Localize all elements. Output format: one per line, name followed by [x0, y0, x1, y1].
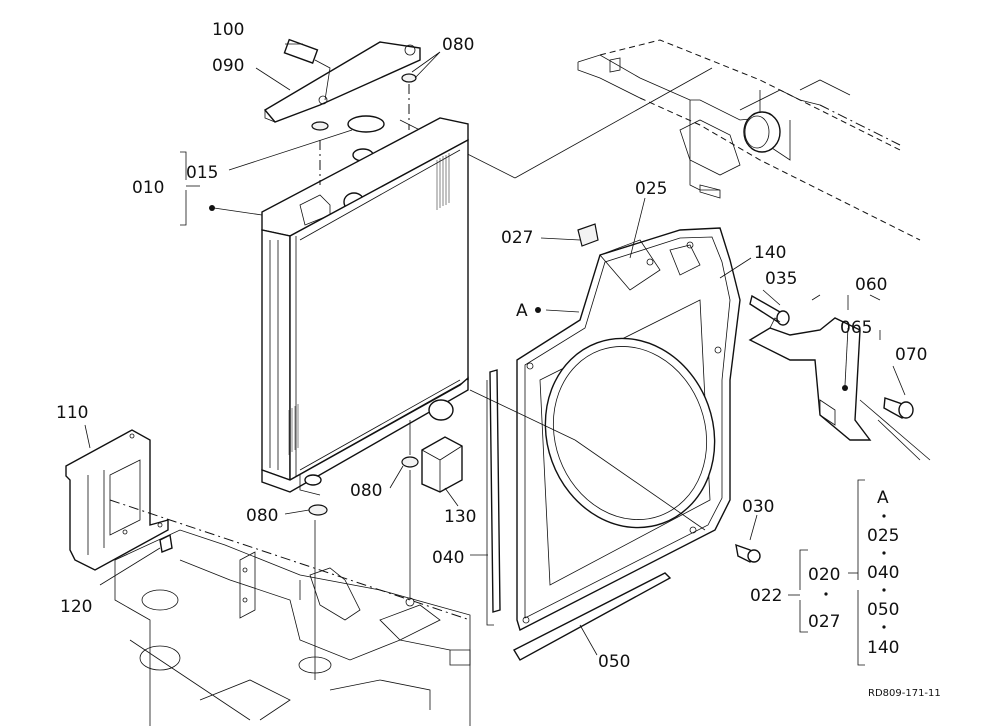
leader-050 [579, 624, 598, 656]
label-040: 040 [432, 548, 464, 568]
legend-item: 025 [867, 526, 899, 546]
label-130: 130 [444, 507, 476, 527]
label-140: 140 [754, 243, 786, 263]
label-035: 035 [765, 269, 797, 289]
leader-070 [892, 365, 906, 396]
leader-015 [228, 129, 353, 171]
label-080-top: 080 [442, 35, 474, 55]
rubber-mount-icon [308, 504, 328, 516]
seal-strip [486, 369, 501, 626]
label-080-low: 080 [246, 506, 278, 526]
lower-mounts [308, 436, 463, 516]
rubber-mount-icon [311, 121, 329, 131]
bracket-010 [180, 151, 187, 226]
label-A: A [516, 301, 528, 321]
label-060: 060 [855, 275, 887, 295]
leader-080-top [411, 51, 441, 79]
label-090: 090 [212, 56, 244, 76]
upper-frame-bracket [577, 39, 921, 241]
leader-A [545, 309, 580, 313]
label-050: 050 [598, 652, 630, 672]
label-020: 020 [808, 565, 840, 585]
label-070: 070 [895, 345, 927, 365]
leader-110 [84, 424, 91, 449]
leader-025 [629, 197, 646, 259]
radiator-cap-icon [347, 115, 385, 133]
leader-130 [444, 487, 459, 507]
label-010: 010 [132, 178, 164, 198]
radiator-core [261, 117, 469, 496]
frame-leader-line [514, 67, 713, 179]
leader-090 [255, 67, 291, 91]
fan-shroud [516, 223, 741, 632]
label-080-mid: 080 [350, 481, 382, 501]
leader-guard [859, 399, 931, 461]
leader-027 [540, 237, 581, 241]
rubber-mount-icon [401, 456, 419, 468]
bracket-060 [811, 294, 881, 340]
axis-line [574, 439, 706, 531]
clip-icon [577, 223, 599, 247]
guard-plate [748, 317, 872, 441]
drawing-number: RD809-171-11 [868, 688, 941, 699]
lower-frame [109, 499, 471, 726]
legend-item: 040 [867, 563, 899, 583]
label-027b: 027 [808, 612, 840, 632]
bottom-seal-icon [513, 572, 672, 661]
label-100: 100 [212, 20, 244, 40]
label-065: 065 [840, 318, 872, 338]
label-110: 110 [56, 403, 88, 423]
leader-120 [99, 547, 161, 586]
shroud-opening-icon [544, 337, 716, 529]
leader-140 [719, 257, 752, 279]
legend-item: A [877, 488, 889, 508]
axis-line [469, 389, 576, 441]
rubber-mount-icon [401, 73, 417, 83]
label-120: 120 [60, 597, 92, 617]
label-025: 025 [635, 179, 667, 199]
legend-item: 050 [867, 600, 899, 620]
leader-080-low [284, 509, 310, 515]
leader-030 [749, 514, 758, 541]
label-030: 030 [742, 497, 774, 517]
label-022: 022 [750, 586, 782, 606]
leader-035 [762, 289, 781, 306]
bolts [735, 294, 914, 563]
bolt-icon [159, 533, 173, 553]
tank-block-icon [421, 436, 463, 493]
lower-hose-outlet-icon [428, 399, 454, 421]
leader-065 [844, 327, 849, 386]
sensor-bracket-assembly [263, 38, 421, 123]
leader-010 [213, 207, 263, 216]
label-015: 015 [186, 163, 218, 183]
legend-bracket [788, 479, 886, 666]
legend-item: 140 [867, 638, 899, 658]
side-bracket [65, 429, 173, 571]
leader-080-mid [389, 465, 404, 489]
label-027: 027 [501, 228, 533, 248]
